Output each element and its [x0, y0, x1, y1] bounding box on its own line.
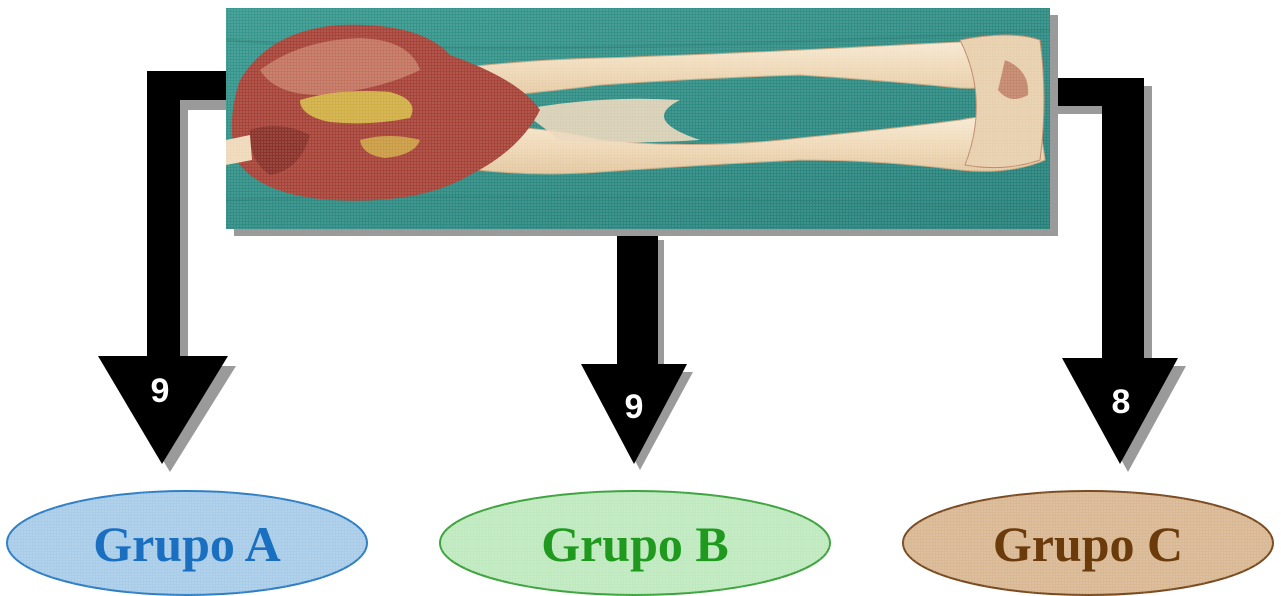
group-c: Grupo C: [903, 491, 1273, 595]
specimen-photo: [226, 8, 1058, 236]
arrow-left: [98, 71, 242, 472]
group-a: Grupo A: [7, 491, 367, 595]
group-c-label: Grupo C: [993, 516, 1183, 572]
photo-texture: [226, 8, 1050, 229]
arrow-right-count: 8: [1112, 383, 1131, 421]
group-b-label: Grupo B: [541, 516, 729, 572]
arrow-center: [581, 232, 693, 470]
arrow-center-count: 9: [625, 388, 644, 426]
arrow-left-count: 9: [151, 372, 170, 410]
group-a-label: Grupo A: [93, 516, 281, 572]
group-b: Grupo B: [440, 491, 830, 595]
arrow-center-body: [581, 232, 687, 464]
